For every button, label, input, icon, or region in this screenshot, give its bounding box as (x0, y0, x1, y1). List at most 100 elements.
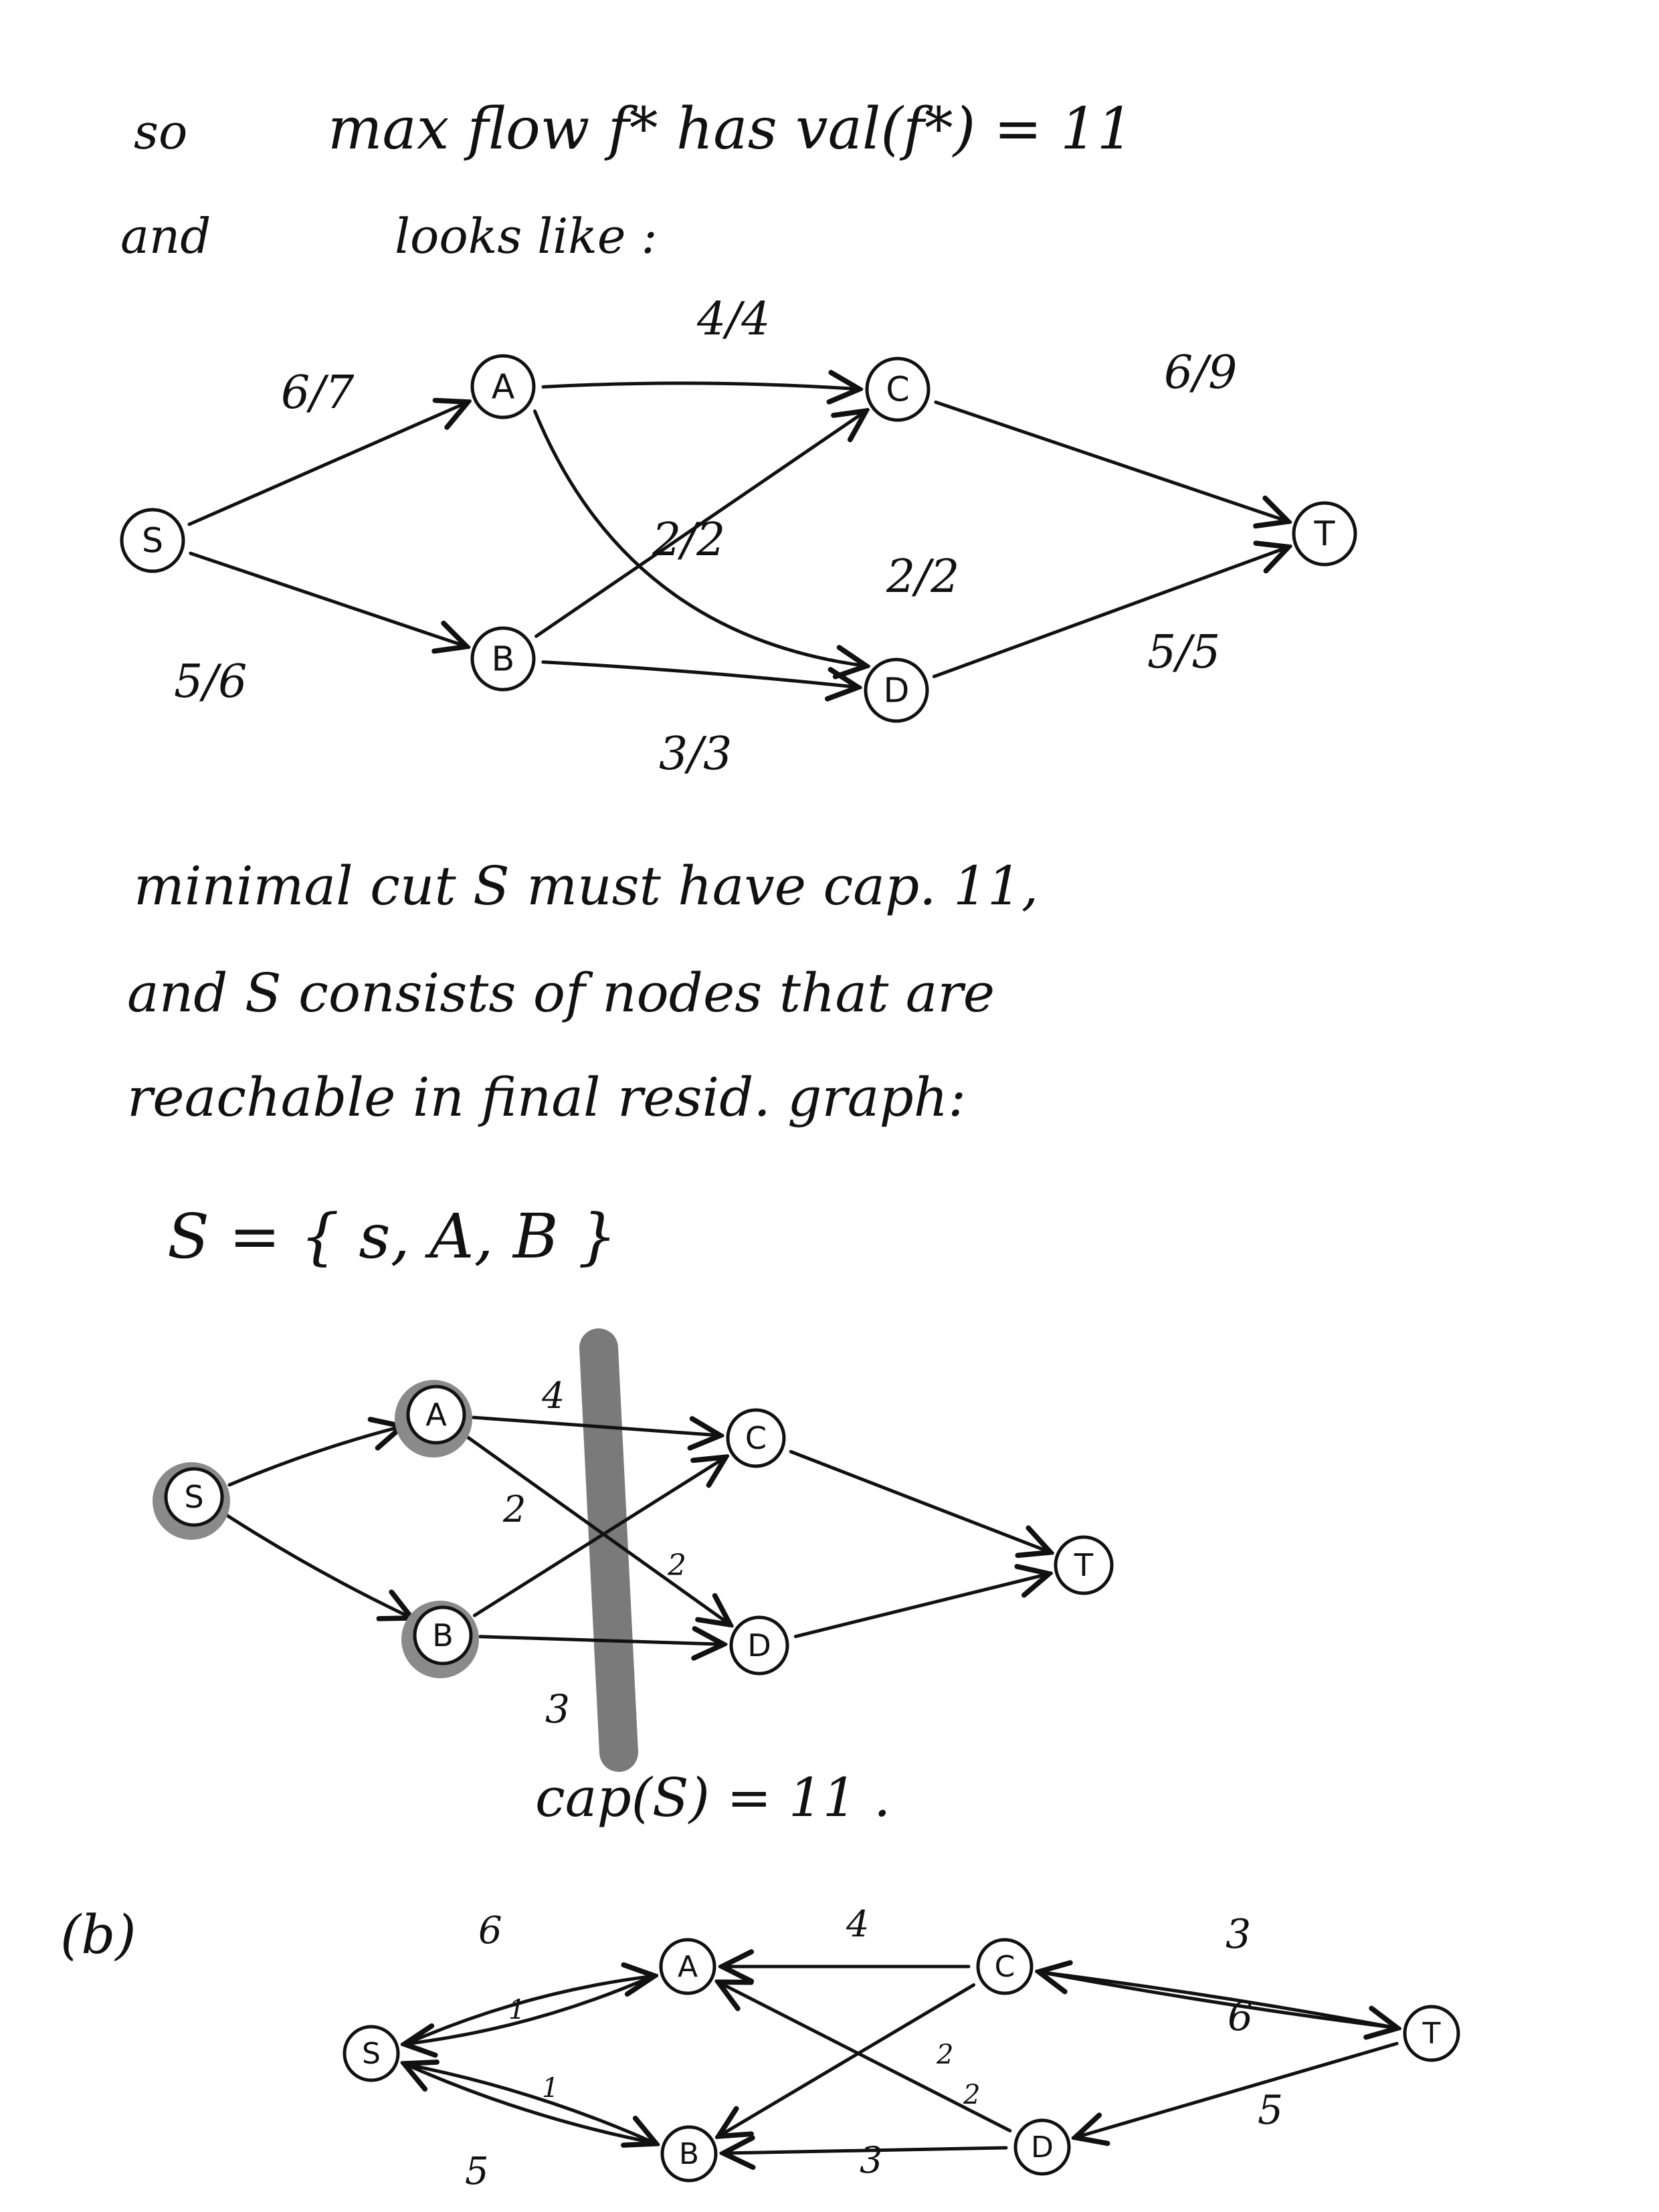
min-cut-line-3: reachable in final resid. graph: (127, 1066, 966, 1128)
edge-label-flow-s-A: 6/7 (281, 367, 355, 419)
edge-cut-B-C (472, 1458, 724, 1617)
edge-flow-A-C (541, 383, 858, 389)
node-cut-B: B (401, 1601, 479, 1678)
edge-label-residual-s-B: 1 (542, 2073, 559, 2104)
heading-and: and (120, 208, 211, 264)
edge-label-residual-C-A: 4 (846, 1903, 869, 1945)
node-label: B (432, 1617, 454, 1653)
node-residual-s: S (343, 2025, 400, 2082)
node-residual-C: C (976, 1938, 1034, 1995)
edge-cut-C-T (789, 1449, 1049, 1552)
heading-looks-like: looks like : (395, 208, 658, 264)
edge-label-residual-s-A: 1 (508, 1995, 525, 2025)
node-flow-s: S (120, 508, 185, 573)
edge-label-residual-C-B: 2 (936, 2039, 953, 2070)
max-flow-graph: 6/7 5/6 4/4 2/2 2/2 3/3 6/9 5/5 S A B C D T (120, 293, 1357, 781)
edge-flow-A-D (532, 409, 864, 666)
edge-residual-D-A (720, 1983, 1012, 2132)
node-label: D (884, 670, 910, 710)
edge-label-flow-A-C: 4/4 (696, 293, 770, 346)
node-label: B (492, 639, 515, 678)
node-residual-T: T (1403, 2005, 1460, 2062)
node-label: D (1031, 2130, 1054, 2165)
node-flow-B: B (470, 626, 536, 692)
node-label: T (1314, 514, 1336, 553)
part-b-label: (b) (60, 1904, 136, 1966)
edge-label-residual-A-s: 6 (478, 1909, 502, 1952)
edge-flow-C-T (934, 400, 1286, 521)
edge-flow-s-B (189, 551, 465, 646)
edge-cut-A-D (465, 1435, 729, 1624)
edge-label-flow-C-T: 6/9 (1164, 346, 1237, 399)
cut-capacity: cap(S) = 11 . (535, 1767, 890, 1829)
node-residual-A: A (659, 1938, 716, 1995)
node-label: C (745, 1420, 767, 1456)
min-cut-graph: 4 2 2 3 S A B C D T (153, 1375, 1114, 1732)
edge-label-flow-s-B: 5/6 (174, 656, 247, 708)
edge-flow-D-T (932, 548, 1286, 678)
edge-residual-C-B (720, 1983, 976, 2136)
node-cut-C: C (726, 1408, 786, 1468)
node-label: S (184, 1479, 203, 1515)
edge-cut-D-T (793, 1574, 1047, 1639)
edge-label-flow-A-D: 2/2 (886, 550, 959, 603)
node-label: A (492, 367, 515, 406)
edge-residual-A-s (406, 1974, 655, 2043)
min-cut-line-2: and S consists of nodes that are (127, 962, 995, 1024)
edge-label-flow-B-C: 2/2 (652, 514, 725, 567)
edge-residual-s-A (404, 1976, 653, 2046)
edge-label-flow-D-T: 5/5 (1147, 626, 1220, 679)
edge-label-residual-T-C: 6 (1228, 1993, 1253, 2040)
node-label: B (679, 2137, 699, 2171)
node-label: T (1074, 1547, 1094, 1583)
edge-residual-T-C (1040, 1972, 1398, 2030)
edge-label-residual-T-D: 5 (1258, 2087, 1283, 2134)
node-cut-T: T (1054, 1535, 1114, 1595)
edge-label-residual-D-B: 3 (860, 2139, 882, 2181)
node-cut-s: S (153, 1462, 230, 1540)
edge-cut-B-D (478, 1637, 722, 1644)
node-label: C (886, 369, 909, 409)
node-label: S (362, 2037, 381, 2071)
node-cut-D: D (729, 1615, 789, 1676)
node-label: C (995, 1950, 1015, 1984)
edge-label-flow-B-D: 3/3 (659, 728, 732, 781)
edge-residual-T-D (1077, 2041, 1399, 2137)
min-cut-line-1: minimal cut S must have cap. 11, (134, 855, 1038, 917)
edge-label-cut-B-D: 3 (545, 1686, 570, 1732)
edge-residual-D-B (725, 2148, 1008, 2153)
heading-max-flow: max flow f* has val(f*) = 11 (328, 96, 1134, 163)
node-flow-A: A (470, 354, 536, 419)
node-label: A (425, 1397, 447, 1433)
node-cut-A: A (395, 1380, 472, 1457)
edge-label-residual-C-T: 3 (1226, 1911, 1251, 1958)
node-flow-T: T (1292, 501, 1357, 567)
edge-flow-B-C (534, 412, 865, 638)
edge-label-cut-A-D: 2 (502, 1488, 526, 1530)
edge-label-cut-B-C: 2 (667, 1548, 686, 1583)
cut-line (579, 1328, 638, 1772)
edge-label-cut-A-C: 4 (541, 1375, 565, 1417)
node-flow-C: C (865, 357, 931, 422)
edge-flow-B-D (541, 660, 856, 687)
node-label: D (747, 1627, 771, 1664)
cut-set-definition: S = { s, A, B } (167, 1201, 617, 1272)
edge-cut-s-A (227, 1427, 401, 1487)
edge-cut-A-C (472, 1415, 718, 1435)
node-flow-D: D (864, 658, 929, 723)
node-label: T (1422, 2017, 1441, 2051)
edge-residual-B-s (405, 2064, 657, 2145)
edge-cut-s-B (225, 1513, 410, 1617)
edge-residual-C-T (1038, 1970, 1395, 2027)
node-residual-D: D (1013, 2118, 1071, 2176)
node-label: S (142, 520, 163, 560)
node-label: A (678, 1950, 698, 1984)
edge-residual-s-B (403, 2062, 654, 2142)
edge-flow-s-A (187, 403, 466, 526)
edge-label-residual-D-A: 2 (963, 2080, 980, 2110)
edge-label-residual-B-s: 5 (465, 2150, 489, 2193)
heading-so: so (134, 104, 187, 160)
node-residual-B: B (660, 2125, 718, 2183)
